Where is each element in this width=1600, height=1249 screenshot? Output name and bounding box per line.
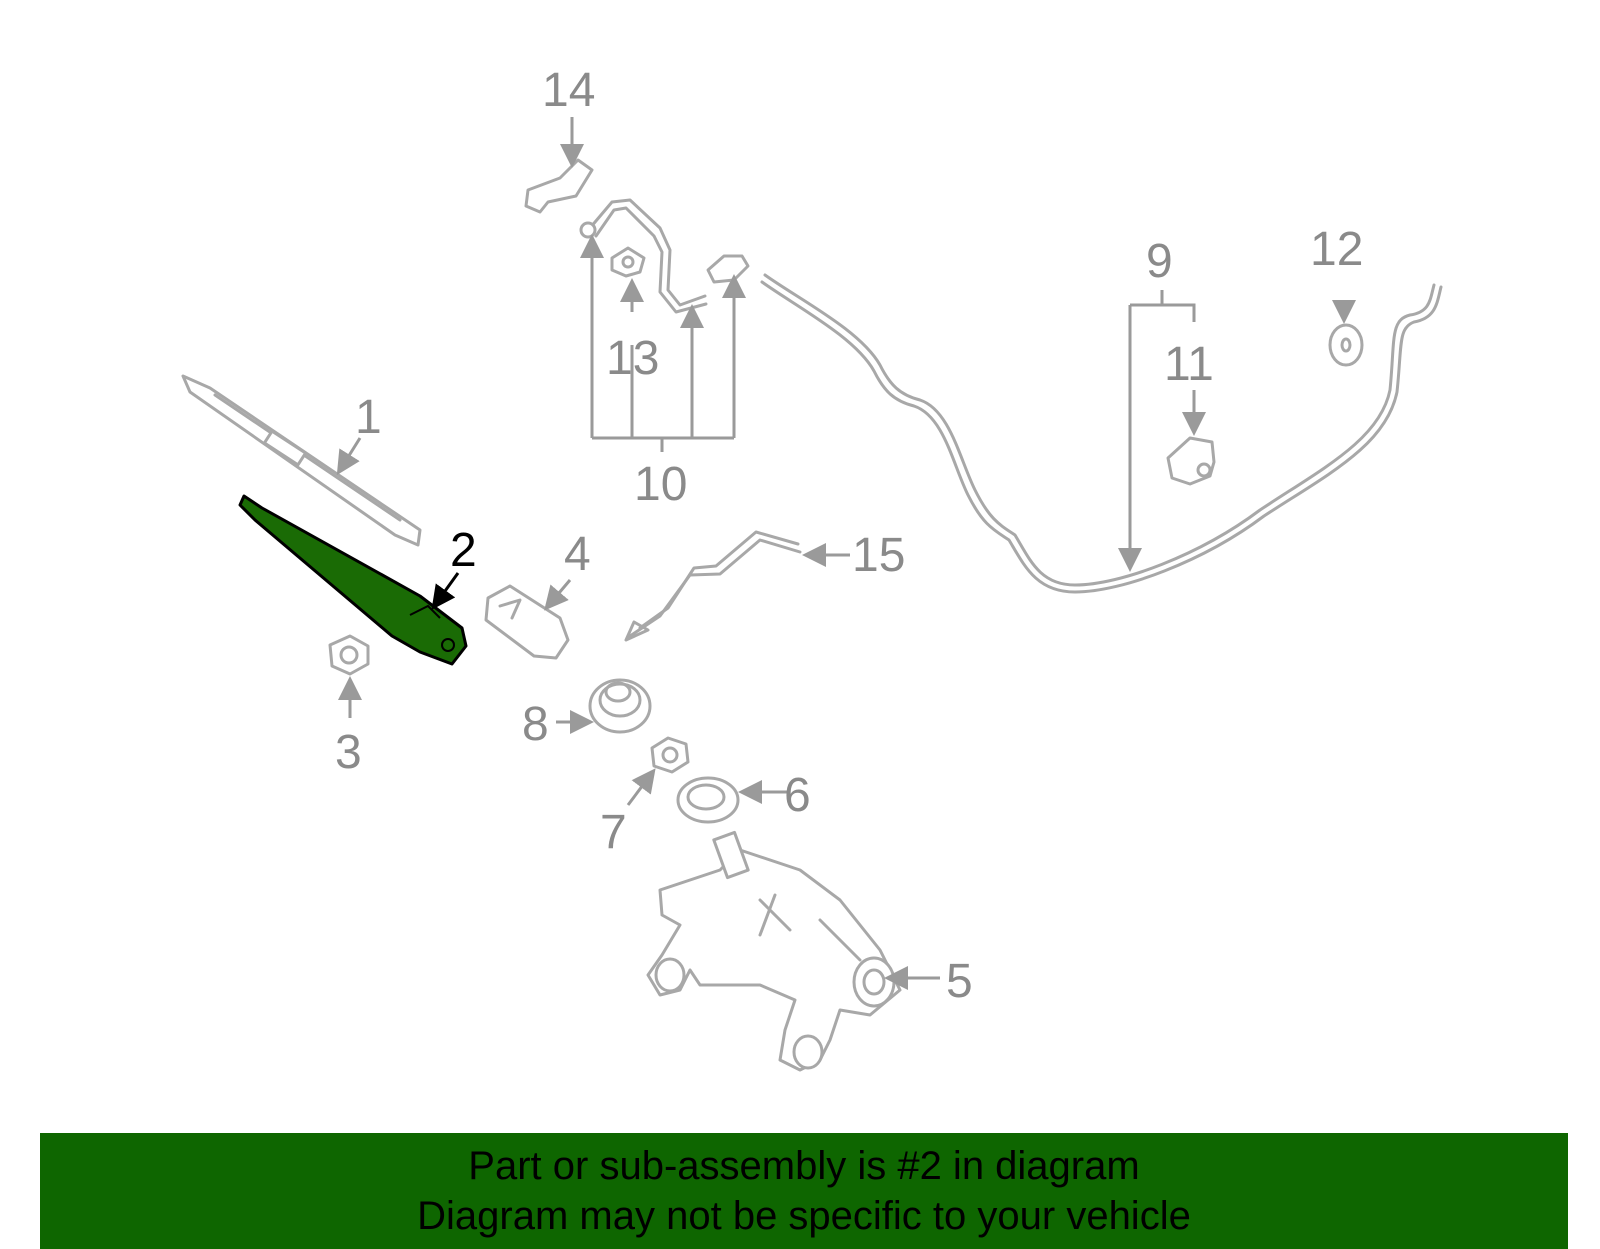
callout-15: 15 [852,529,905,582]
wiper-blade-part[interactable] [181,374,422,547]
washer-hose-part[interactable] [760,273,1443,594]
info-banner: Part or sub-assembly is #2 in diagram Di… [40,1133,1568,1249]
wiper-arm-part[interactable] [238,494,468,666]
hex-nut-part[interactable] [650,736,690,774]
leader-lines [336,117,1356,990]
cover-cap-part[interactable] [484,584,570,660]
callout-10: 10 [634,458,687,511]
callout-6: 6 [784,769,811,822]
washer-part[interactable] [676,776,740,824]
hose-clip-part[interactable] [1166,436,1216,486]
callout-3: 3 [335,726,362,779]
grommet-part[interactable] [588,678,652,734]
nut-part[interactable] [328,634,370,676]
callout-13: 13 [606,332,659,385]
callout-12: 12 [1310,223,1363,276]
callout-5: 5 [946,955,973,1008]
callout-11: 11 [1164,338,1214,391]
banner-line-disclaimer: Diagram may not be specific to your vehi… [417,1194,1191,1238]
callout-9: 9 [1146,235,1173,288]
callout-labels: 1 2 3 4 5 6 7 8 9 10 11 12 13 14 15 [335,64,1363,1008]
hose-grommet-part[interactable] [1328,323,1364,367]
callout-2: 2 [450,524,477,577]
callout-4: 4 [564,528,591,581]
wiper-motor-part[interactable] [646,830,902,1072]
callout-8: 8 [522,698,549,751]
nozzle-tube-part[interactable] [624,530,802,642]
callout-7: 7 [600,806,627,859]
banner-line-part-number: Part or sub-assembly is #2 in diagram [468,1144,1140,1188]
callout-1: 1 [355,391,382,444]
parts-diagram: 1 2 3 4 5 6 7 8 9 10 11 12 13 14 15 [181,64,1443,1072]
callout-14: 14 [542,64,595,117]
hose-assembly-part[interactable] [524,158,750,314]
